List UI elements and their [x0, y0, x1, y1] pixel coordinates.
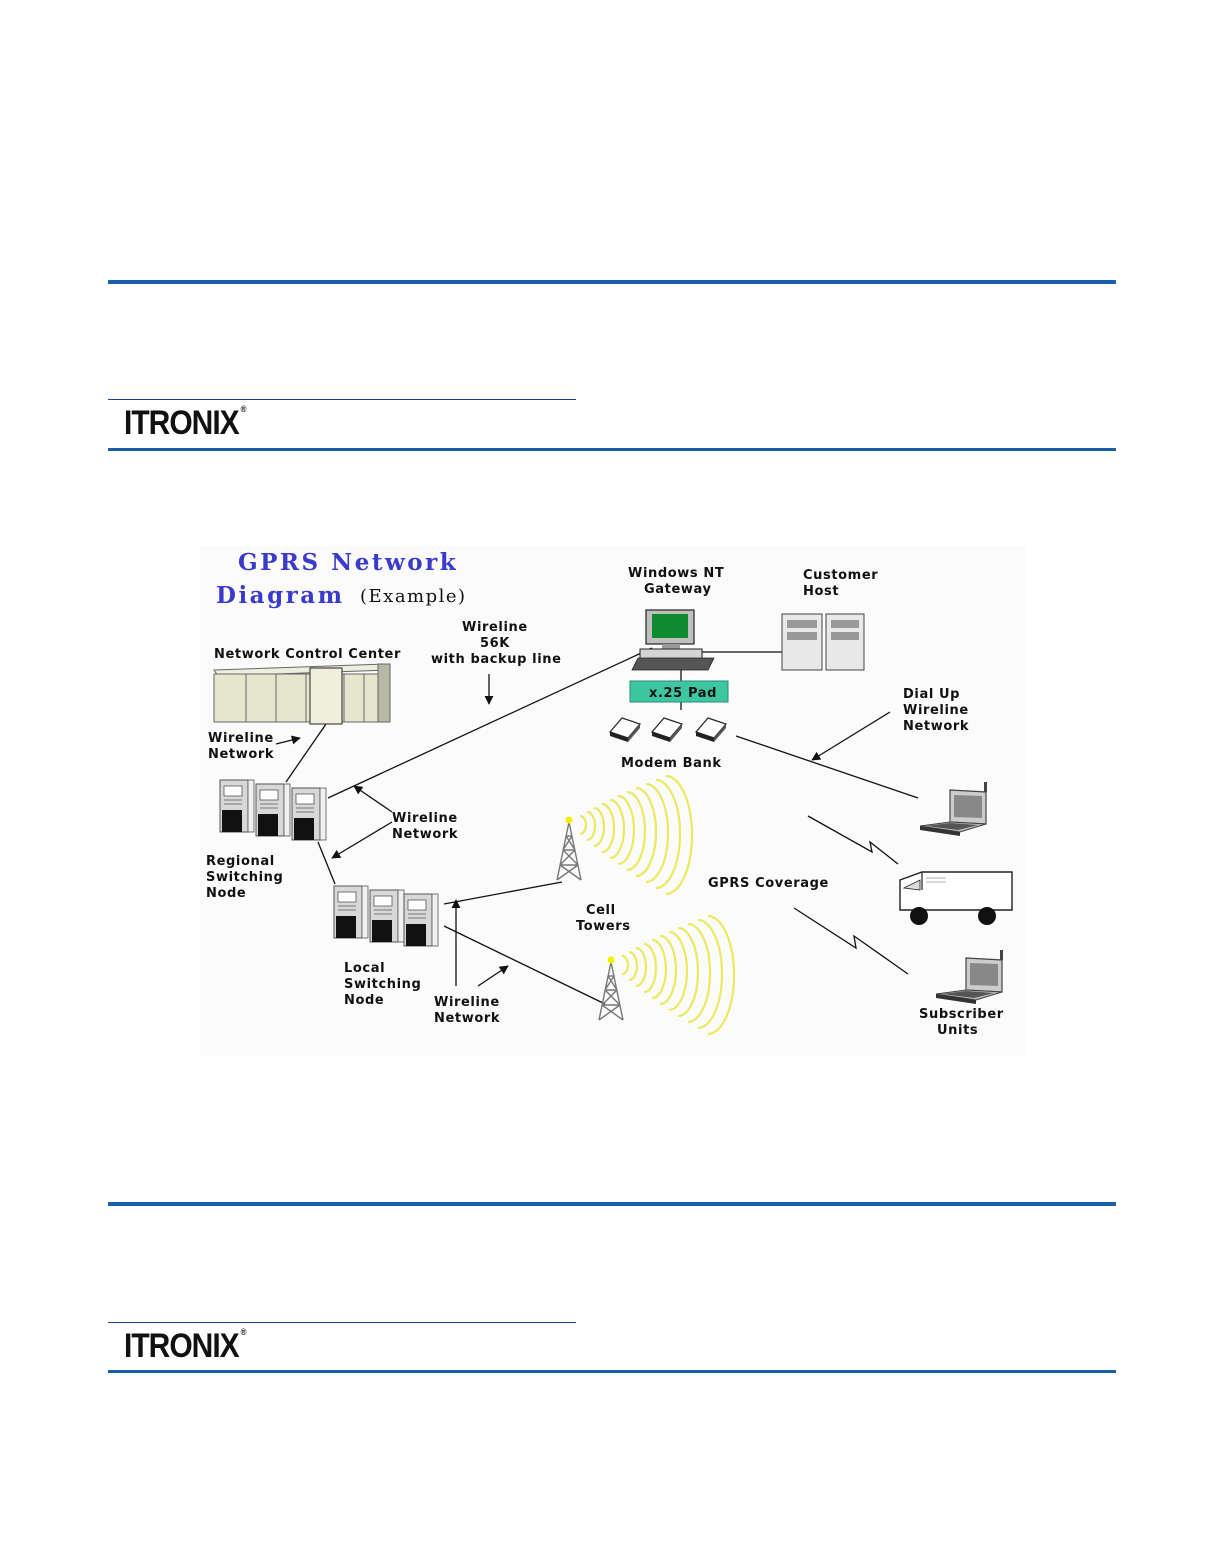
logo-top-rule	[108, 399, 576, 400]
svg-text:56K: 56K	[480, 636, 510, 651]
regional-switching-node-icon	[219, 779, 327, 841]
arrow-wireline-mid-up	[353, 785, 393, 813]
svg-text:Subscriber: Subscriber	[919, 1007, 1004, 1022]
label-local-switching-node: Local Switching Node	[344, 961, 421, 1008]
line-regional-to-gateway	[327, 647, 653, 799]
svg-text:Network: Network	[434, 1011, 500, 1026]
bottom-divider	[108, 1202, 1116, 1206]
svg-text:Network: Network	[392, 827, 458, 842]
svg-text:Node: Node	[344, 993, 384, 1008]
laptop-dialup-icon	[919, 781, 988, 837]
itronix-logo-2: ITRONIX®	[124, 1327, 247, 1365]
label-regional-switching-node: Regional Switching Node	[206, 854, 283, 901]
svg-text:Node: Node	[206, 886, 246, 901]
svg-text:Switching: Switching	[344, 977, 421, 992]
label-network-control-center: Network Control Center	[214, 647, 401, 662]
label-wireline-56k: Wireline 56K with backup line	[431, 620, 562, 667]
svg-text:Network: Network	[903, 719, 969, 734]
arrow-wireline-ncc	[275, 735, 301, 745]
network-control-center-icon	[213, 663, 391, 725]
svg-text:Customer: Customer	[803, 568, 878, 583]
label-cell-towers: Cell Towers	[576, 903, 631, 934]
service-van-icon	[899, 871, 1013, 925]
cell-tower-upper-icon	[556, 774, 694, 896]
line-local-to-tower1	[443, 881, 563, 905]
svg-text:Gateway: Gateway	[644, 582, 712, 597]
svg-text:Towers: Towers	[576, 919, 631, 934]
svg-text:Wireline: Wireline	[434, 995, 500, 1010]
svg-text:Wireline: Wireline	[208, 731, 274, 746]
line-regional-to-local	[317, 841, 336, 885]
svg-text:Windows NT: Windows NT	[628, 566, 724, 581]
svg-text:Wireline: Wireline	[392, 811, 458, 826]
label-subscriber-units: Subscriber Units	[919, 1007, 1004, 1038]
diagram-title-line1: GPRS Network	[238, 549, 458, 576]
label-wireline-network-mid: Wireline Network	[392, 811, 458, 842]
arrow-wireline-bottom-right	[477, 965, 509, 987]
logo-bottom-rule	[108, 448, 1116, 451]
svg-text:Local: Local	[344, 961, 385, 976]
label-wireline-network-bottom: Wireline Network	[434, 995, 500, 1026]
modem-bank-icon	[609, 717, 727, 743]
label-gprs-coverage: GPRS Coverage	[708, 876, 829, 891]
svg-text:Host: Host	[803, 584, 839, 599]
svg-text:Cell: Cell	[586, 903, 616, 918]
line-ncc-to-regional	[285, 723, 327, 783]
logo-top-rule-2	[108, 1322, 576, 1323]
svg-text:Network: Network	[208, 747, 274, 762]
label-modem-bank: Modem Bank	[621, 756, 722, 771]
line-modem-to-laptop	[735, 735, 919, 799]
arrow-wireline-mid-down	[331, 821, 393, 859]
itronix-logo: ITRONIX®	[124, 404, 247, 442]
svg-text:Regional: Regional	[206, 854, 275, 869]
diagram-title-line2: Diagram	[216, 582, 345, 609]
label-dial-up-network: Dial Up Wireline Network	[903, 687, 969, 734]
line-local-to-tower2	[443, 925, 606, 1005]
svg-text:Wireline: Wireline	[903, 703, 969, 718]
gprs-network-diagram: GPRS Network Diagram (Example)	[200, 546, 1026, 1056]
label-customer-host: Customer Host	[803, 568, 878, 599]
diagram-title-suffix: (Example)	[360, 586, 467, 607]
svg-text:Dial Up: Dial Up	[903, 687, 960, 702]
gprs-link-upper	[807, 815, 899, 865]
windows-nt-gateway-icon	[631, 609, 715, 671]
arrow-dialup	[811, 711, 891, 761]
svg-text:x.25 Pad: x.25 Pad	[649, 686, 717, 701]
svg-text:Wireline: Wireline	[462, 620, 528, 635]
customer-host-icon	[781, 613, 865, 671]
label-windows-nt-gateway: Windows NT Gateway	[628, 566, 724, 597]
x25-pad-box: x.25 Pad	[629, 680, 729, 703]
laptop-subscriber-icon	[935, 949, 1004, 1005]
top-divider	[108, 280, 1116, 284]
svg-text:Units: Units	[937, 1023, 978, 1038]
gprs-link-lower	[793, 907, 909, 975]
local-switching-node-icon	[333, 885, 439, 947]
svg-text:with backup line: with backup line	[431, 652, 562, 667]
label-wireline-network-ncc: Wireline Network	[208, 731, 274, 762]
cell-tower-lower-icon	[598, 914, 736, 1036]
logo-bottom-rule-2	[108, 1370, 1116, 1373]
svg-text:Switching: Switching	[206, 870, 283, 885]
